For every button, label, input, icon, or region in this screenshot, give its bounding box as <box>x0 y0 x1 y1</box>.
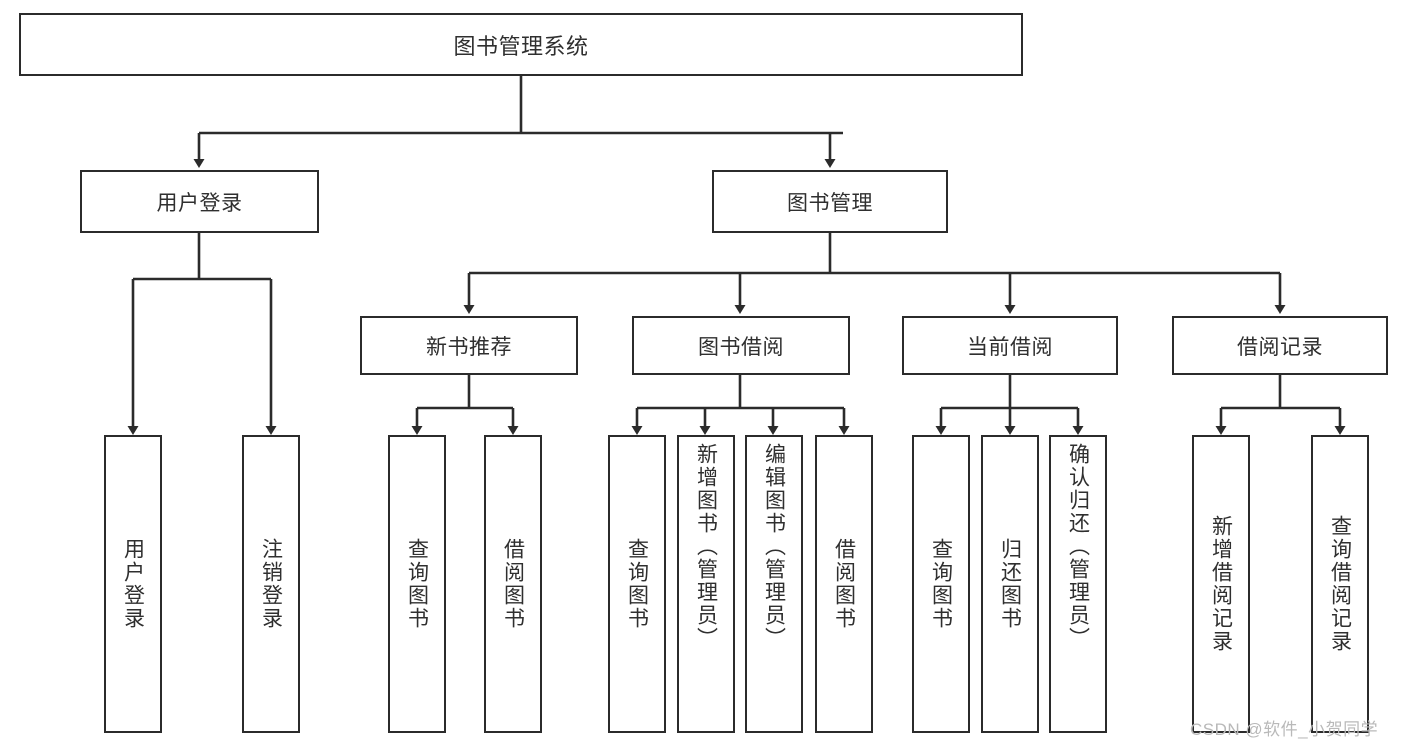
node-current-borrow[interactable]: 当前借阅 <box>902 316 1118 375</box>
node-borrow-record[interactable]: 借阅记录 <box>1172 316 1388 375</box>
node-leaf-query-book-2[interactable]: 查询图书 <box>608 435 666 733</box>
node-label: 图书管理系统 <box>453 33 589 59</box>
node-label: 注销登录 <box>259 538 283 630</box>
node-label: 用户登录 <box>121 538 145 630</box>
node-leaf-add-book[interactable]: 新增图书（管理员） <box>677 435 735 733</box>
node-label: 查询借阅记录 <box>1328 515 1352 653</box>
node-label: 借阅记录 <box>1237 335 1323 359</box>
node-leaf-query-book-3[interactable]: 查询图书 <box>912 435 970 733</box>
node-leaf-add-record[interactable]: 新增借阅记录 <box>1192 435 1250 733</box>
node-label: 查询图书 <box>929 538 953 630</box>
node-leaf-edit-book[interactable]: 编辑图书（管理员） <box>745 435 803 733</box>
node-leaf-borrow-book-1[interactable]: 借阅图书 <box>484 435 542 733</box>
node-leaf-return-book[interactable]: 归还图书 <box>981 435 1039 733</box>
node-label: 借阅图书 <box>832 538 856 630</box>
node-leaf-query-record[interactable]: 查询借阅记录 <box>1311 435 1369 733</box>
node-leaf-borrow-book-2[interactable]: 借阅图书 <box>815 435 873 733</box>
node-leaf-user-login[interactable]: 用户登录 <box>104 435 162 733</box>
node-label: 归还图书 <box>998 538 1022 630</box>
node-label: 新增图书（管理员） <box>694 443 718 650</box>
node-user-login[interactable]: 用户登录 <box>80 170 319 233</box>
node-book-borrow[interactable]: 图书借阅 <box>632 316 850 375</box>
node-book-manage[interactable]: 图书管理 <box>712 170 948 233</box>
node-label: 当前借阅 <box>967 335 1053 359</box>
node-label: 查询图书 <box>625 538 649 630</box>
node-label: 新书推荐 <box>426 335 512 359</box>
node-label: 用户登录 <box>156 191 243 215</box>
csdn-watermark: CSDN @软件_小贺同学 <box>1190 720 1379 739</box>
node-leaf-confirm-return[interactable]: 确认归还（管理员） <box>1049 435 1107 733</box>
node-label: 借阅图书 <box>501 538 525 630</box>
node-label: 确认归还（管理员） <box>1066 443 1090 650</box>
node-leaf-query-book-1[interactable]: 查询图书 <box>388 435 446 733</box>
node-leaf-logout-login[interactable]: 注销登录 <box>242 435 300 733</box>
node-book-management-system[interactable]: 图书管理系统 <box>19 13 1023 76</box>
node-label: 新增借阅记录 <box>1209 515 1233 653</box>
node-label: 编辑图书（管理员） <box>762 443 786 650</box>
node-new-book-recommend[interactable]: 新书推荐 <box>360 316 578 375</box>
node-label: 图书管理 <box>787 191 873 215</box>
node-label: 查询图书 <box>405 538 429 630</box>
node-label: 图书借阅 <box>698 335 784 359</box>
